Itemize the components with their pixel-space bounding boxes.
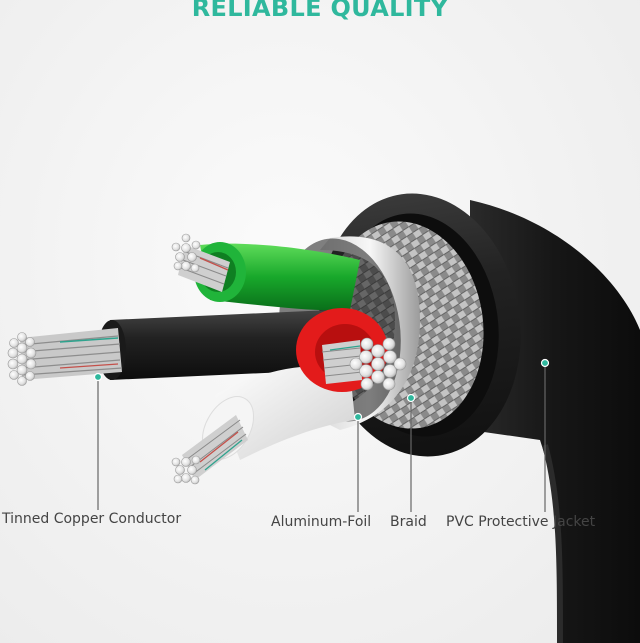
callout-braid: Braid (390, 514, 427, 530)
green-wire-strands (171, 233, 230, 292)
callout-leaders (97, 363, 546, 512)
aluminum-foil-layer (320, 236, 420, 430)
dot-foil (353, 412, 363, 422)
callout-dots (93, 358, 550, 422)
callout-aluminum-foil: Aluminum-Foil (271, 514, 372, 530)
callout-tinned-copper-conductor: Tinned Copper Conductor (2, 511, 182, 527)
dot-tinned (93, 372, 103, 382)
callout-pvc-protective-jacket: PVC Protective Jacket (446, 514, 596, 530)
dot-braid (406, 393, 416, 403)
white-wire (215, 366, 355, 460)
tinned-copper-strands-left (7, 328, 123, 386)
red-wire-strands (321, 337, 407, 391)
black-wire (110, 310, 330, 380)
dot-pvc (540, 358, 550, 368)
headline: RELIABLE QUALITY (191, 0, 449, 22)
white-wire-strands (171, 415, 248, 485)
